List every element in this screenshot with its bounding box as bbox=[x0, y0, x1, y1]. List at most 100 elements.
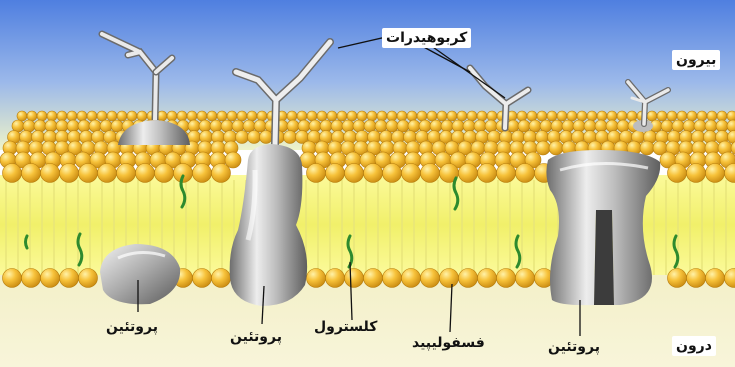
phospholipid-head-icon bbox=[34, 120, 46, 132]
phospholipid-head-icon bbox=[459, 164, 478, 183]
phospholipid-head-icon bbox=[98, 164, 117, 183]
phospholipid-head-icon bbox=[706, 164, 725, 183]
phospholipid-head-icon bbox=[383, 269, 402, 288]
phospholipid-head-icon bbox=[657, 111, 667, 121]
phospholipid-head-icon bbox=[518, 120, 530, 132]
phospholipid-head-icon bbox=[187, 111, 197, 121]
phospholipid-head-icon bbox=[683, 120, 695, 132]
phospholipid-head-icon bbox=[353, 120, 365, 132]
phospholipid-head-icon bbox=[551, 120, 563, 132]
phospholipid-head-icon bbox=[12, 120, 24, 132]
phospholipid-head-icon bbox=[41, 164, 60, 183]
phospholipid-head-icon bbox=[452, 120, 464, 132]
phospholipid-head-icon bbox=[607, 111, 617, 121]
label-protein-right: پروتئین bbox=[548, 338, 600, 356]
phospholipid-head-icon bbox=[127, 111, 137, 121]
phospholipid-head-icon bbox=[706, 269, 725, 288]
phospholipid-head-icon bbox=[326, 164, 345, 183]
phospholipid-head-icon bbox=[402, 164, 421, 183]
phospholipid-head-icon bbox=[497, 269, 516, 288]
phospholipid-head-icon bbox=[67, 120, 79, 132]
phospholipid-head-icon bbox=[207, 111, 217, 121]
phospholipid-head-icon bbox=[111, 120, 123, 132]
phospholipid-head-icon bbox=[60, 164, 79, 183]
phospholipid-head-icon bbox=[697, 111, 707, 121]
phospholipid-head-icon bbox=[377, 111, 387, 121]
phospholipid-head-icon bbox=[562, 120, 574, 132]
phospholipid-head-icon bbox=[89, 120, 101, 132]
phospholipid-head-icon bbox=[3, 164, 22, 183]
phospholipid-head-icon bbox=[668, 164, 687, 183]
phospholipid-head-icon bbox=[22, 269, 41, 288]
phospholipid-head-icon bbox=[227, 111, 237, 121]
phospholipid-head-icon bbox=[516, 164, 535, 183]
phospholipid-head-icon bbox=[57, 111, 67, 121]
phospholipid-head-icon bbox=[309, 120, 321, 132]
phospholipid-head-icon bbox=[23, 120, 35, 132]
phospholipid-head-icon bbox=[457, 111, 467, 121]
label-inside: درون bbox=[672, 336, 716, 356]
phospholipid-head-icon bbox=[77, 111, 87, 121]
phospholipid-head-icon bbox=[529, 120, 541, 132]
phospholipid-head-icon bbox=[584, 120, 596, 132]
phospholipid-head-icon bbox=[193, 164, 212, 183]
phospholipid-head-icon bbox=[397, 120, 409, 132]
phospholipid-head-icon bbox=[87, 111, 97, 121]
phospholipid-head-icon bbox=[212, 269, 231, 288]
phospholipid-head-icon bbox=[617, 111, 627, 121]
phospholipid-head-icon bbox=[167, 111, 177, 121]
phospholipid-head-icon bbox=[687, 111, 697, 121]
phospholipid-head-icon bbox=[687, 164, 706, 183]
phospholipid-head-icon bbox=[327, 111, 337, 121]
phospholipid-head-icon bbox=[347, 111, 357, 121]
phospholipid-head-icon bbox=[60, 269, 79, 288]
phospholipid-head-icon bbox=[345, 269, 364, 288]
phospholipid-head-icon bbox=[100, 120, 112, 132]
phospholipid-head-icon bbox=[345, 164, 364, 183]
label-outside: بیرون bbox=[672, 50, 720, 70]
phospholipid-head-icon bbox=[402, 269, 421, 288]
phospholipid-head-icon bbox=[667, 111, 677, 121]
phospholipid-head-icon bbox=[577, 111, 587, 121]
phospholipid-head-icon bbox=[307, 111, 317, 121]
phospholipid-head-icon bbox=[317, 111, 327, 121]
phospholipid-head-icon bbox=[298, 120, 310, 132]
phospholipid-head-icon bbox=[117, 111, 127, 121]
phospholipid-head-icon bbox=[549, 141, 563, 155]
phospholipid-head-icon bbox=[45, 120, 57, 132]
phospholipid-head-icon bbox=[717, 111, 727, 121]
phospholipid-head-icon bbox=[117, 164, 136, 183]
phospholipid-head-icon bbox=[536, 141, 550, 155]
phospholipid-head-icon bbox=[320, 120, 332, 132]
phospholipid-head-icon bbox=[307, 164, 326, 183]
phospholipid-head-icon bbox=[78, 120, 90, 132]
phospholipid-head-icon bbox=[668, 269, 687, 288]
phospholipid-head-icon bbox=[3, 269, 22, 288]
phospholipid-head-icon bbox=[79, 164, 98, 183]
phospholipid-head-icon bbox=[47, 111, 57, 121]
phospholipid-head-icon bbox=[463, 120, 475, 132]
phospholipid-head-icon bbox=[217, 111, 227, 121]
phospholipid-head-icon bbox=[56, 120, 68, 132]
phospholipid-head-icon bbox=[419, 120, 431, 132]
phospholipid-head-icon bbox=[497, 164, 516, 183]
phospholipid-head-icon bbox=[421, 269, 440, 288]
phospholipid-head-icon bbox=[421, 164, 440, 183]
phospholipid-head-icon bbox=[199, 120, 211, 132]
phospholipid-head-icon bbox=[617, 120, 629, 132]
phospholipid-head-icon bbox=[260, 131, 273, 144]
phospholipid-head-icon bbox=[478, 164, 497, 183]
phospholipid-head-icon bbox=[467, 111, 477, 121]
phospholipid-head-icon bbox=[487, 111, 497, 121]
phospholipid-head-icon bbox=[342, 120, 354, 132]
phospholipid-head-icon bbox=[107, 111, 117, 121]
phospholipid-head-icon bbox=[478, 269, 497, 288]
phospholipid-head-icon bbox=[441, 120, 453, 132]
phospholipid-head-icon bbox=[367, 111, 377, 121]
phospholipid-head-icon bbox=[597, 111, 607, 121]
phospholipid-head-icon bbox=[237, 111, 247, 121]
phospholipid-head-icon bbox=[236, 131, 249, 144]
phospholipid-head-icon bbox=[587, 111, 597, 121]
phospholipid-head-icon bbox=[647, 111, 657, 121]
phospholipid-head-icon bbox=[257, 111, 267, 121]
